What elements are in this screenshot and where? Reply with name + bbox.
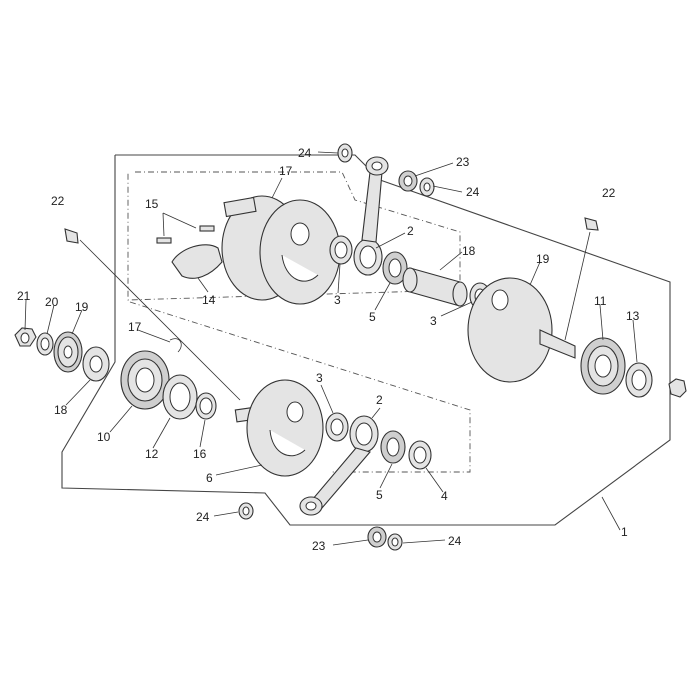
conrod-2-lower: [299, 415, 379, 516]
callout-6: 6: [206, 471, 213, 485]
lower-subassembly-box: [129, 301, 471, 473]
callout-24-top-left: 24: [298, 146, 312, 160]
key-right: [584, 217, 599, 231]
ring-16: [195, 392, 217, 420]
callout-9: 19: [536, 252, 550, 266]
callout-20: 20: [45, 295, 59, 309]
callout-24-bottom-left: 24: [196, 510, 210, 524]
callout-15: 15: [145, 197, 159, 211]
callout-23-top: 23: [456, 155, 470, 169]
washer-3-upper: [329, 235, 353, 265]
callout-23-bottom: 23: [312, 539, 326, 553]
key-left: [64, 228, 79, 244]
plate-14: [171, 244, 223, 279]
callout-3-lower: 3: [316, 371, 323, 385]
callout-5-upper: 5: [369, 310, 376, 324]
bearing-23-top: [398, 170, 418, 192]
gear-19: [53, 331, 83, 373]
seal-12: [162, 374, 198, 420]
leader-lines: [24, 151, 638, 546]
crank-pin-8: [402, 267, 468, 307]
bearing-11: [580, 337, 626, 395]
key-right-arrow: [564, 231, 591, 341]
crank-half-9: [467, 277, 576, 383]
callout-2-upper: 2: [407, 224, 414, 238]
callout-4: 4: [441, 489, 448, 503]
washer-24-top-right: [419, 177, 435, 197]
washer-24-bottom-right: [387, 533, 403, 551]
callout-10: 10: [97, 430, 111, 444]
washer-4: [408, 440, 432, 470]
conrod-2-upper: [353, 156, 389, 276]
clip-17: [169, 338, 182, 353]
needle-bearing-5-lower: [380, 430, 406, 464]
crank-half-6: [234, 379, 324, 477]
callout-3-mid: 3: [430, 314, 437, 328]
callout-5-lower: 5: [376, 488, 383, 502]
nut-right: [668, 378, 687, 398]
washer-20: [36, 332, 54, 356]
crank-halves-7: [221, 195, 341, 305]
washer-24-bottom-left: [238, 502, 254, 520]
callout-3-upper: 3: [334, 293, 341, 307]
washer-3-lower: [325, 412, 349, 442]
needle-bearing-5-upper: [382, 251, 408, 285]
callout-8: 18: [462, 244, 476, 258]
callout-14: 14: [202, 293, 216, 307]
callout-2-lower: 2: [376, 393, 383, 407]
washer-24-top-left: [337, 143, 353, 163]
seal-13: [625, 362, 653, 398]
callout-11: 11: [594, 294, 607, 308]
callout-22-left: 22: [51, 194, 65, 208]
callout-7: 17: [279, 164, 293, 178]
bearing-23-bottom: [367, 526, 387, 548]
callout-12: 12: [145, 447, 159, 461]
callout-13: 13: [626, 309, 640, 323]
callout-24-top-right: 24: [466, 185, 480, 199]
key-left-arrow: [79, 239, 241, 401]
callout-18: 18: [54, 403, 68, 417]
upper-subassembly-box: [127, 171, 461, 301]
screws-15: [156, 225, 215, 244]
callout-16: 16: [193, 447, 207, 461]
callout-17: 17: [128, 320, 142, 334]
callout-24-bottom-right: 24: [448, 534, 462, 548]
washer-18: [82, 346, 110, 382]
callout-22-right: 22: [602, 186, 616, 200]
bearing-10: [120, 350, 170, 410]
callout-1: 1: [621, 525, 628, 539]
nut-21: [14, 327, 37, 347]
callout-19: 19: [75, 300, 89, 314]
callout-21: 21: [17, 289, 31, 303]
